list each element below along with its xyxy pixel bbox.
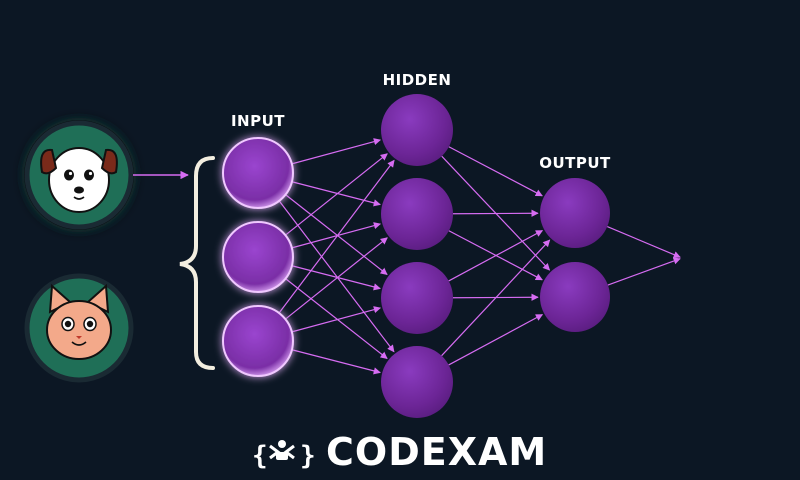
input-brace xyxy=(179,156,215,370)
connection-input-0-hidden-3 xyxy=(278,200,395,353)
connection-input-0-hidden-0 xyxy=(291,138,382,165)
input-layer-label: INPUT xyxy=(231,112,285,130)
input-neuron-1 xyxy=(222,137,294,209)
codexam-logo-icon: { } xyxy=(252,440,316,471)
connection-input-0-hidden-2 xyxy=(285,194,388,275)
output-layer-label: OUTPUT xyxy=(539,154,611,172)
output-neuron-1 xyxy=(540,178,610,248)
connection-input-1-hidden-2 xyxy=(291,265,381,291)
hidden-layer-label: HIDDEN xyxy=(383,71,452,89)
connection-hidden-3-output-1 xyxy=(448,314,544,366)
connection-hidden-0-output-0 xyxy=(448,146,543,197)
brand-name: CODEXAM xyxy=(326,430,547,474)
brand-logo: { } CODEXAM xyxy=(252,430,547,474)
hidden-neuron-1 xyxy=(381,94,453,166)
dog-face-icon xyxy=(40,147,118,213)
connection-input-1-hidden-0 xyxy=(284,153,388,236)
connection-input-2-hidden-3 xyxy=(291,349,381,375)
neurons xyxy=(222,94,610,418)
connection-input-1-hidden-1 xyxy=(291,222,382,249)
cat-sample xyxy=(24,273,134,383)
connection-hidden-2-output-0 xyxy=(448,230,544,282)
connection-input-0-hidden-1 xyxy=(291,181,381,207)
cat-face-icon xyxy=(46,283,112,360)
connection-input-2-hidden-2 xyxy=(291,306,382,333)
connection-input-1-hidden-3 xyxy=(285,278,388,359)
connection-input-2-hidden-0 xyxy=(278,159,395,314)
connection-hidden-1-output-0 xyxy=(452,209,539,217)
connection-output-1-result xyxy=(607,257,681,286)
hidden-neuron-3 xyxy=(381,262,453,334)
connection-input-2-hidden-1 xyxy=(284,237,388,320)
connection-hidden-3-output-0 xyxy=(441,239,551,357)
svg-text:{: { xyxy=(252,441,268,471)
connections xyxy=(278,138,681,375)
output-neuron-2 xyxy=(540,262,610,332)
dog-sample xyxy=(24,120,134,230)
svg-text:}: } xyxy=(300,441,316,471)
input-neuron-3 xyxy=(222,305,294,377)
hidden-neuron-4 xyxy=(381,346,453,418)
hidden-neuron-2 xyxy=(381,178,453,250)
input-neuron-2 xyxy=(222,221,294,293)
connection-output-0-result xyxy=(607,226,681,259)
